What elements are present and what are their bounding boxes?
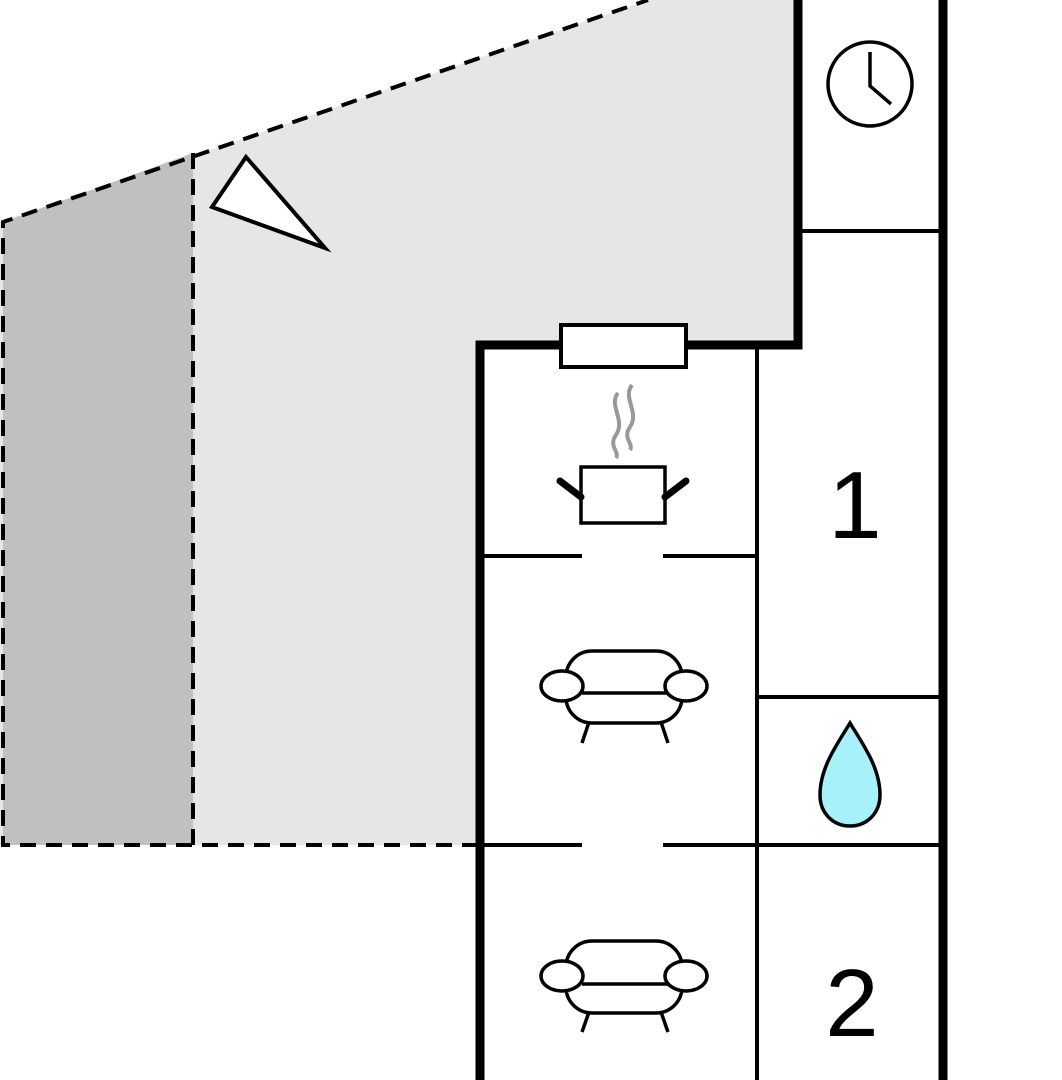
window: [559, 323, 688, 369]
sofa-icon: [539, 649, 709, 744]
room-number-2: 2: [825, 950, 878, 1057]
covered-area: [3, 153, 193, 845]
room-number-1: 1: [828, 452, 881, 559]
interior-walls: [480, 229, 943, 1080]
clock-icon: [826, 40, 914, 128]
exterior-walls: [475, 0, 948, 1080]
terrace-area: [0, 0, 797, 845]
view-direction-icon: [208, 153, 332, 253]
cooking-pot-icon: [556, 383, 690, 525]
water-drop-icon: [818, 719, 882, 828]
sofa-icon: [539, 939, 709, 1033]
terrace-dashed-outline: [1, 0, 649, 847]
